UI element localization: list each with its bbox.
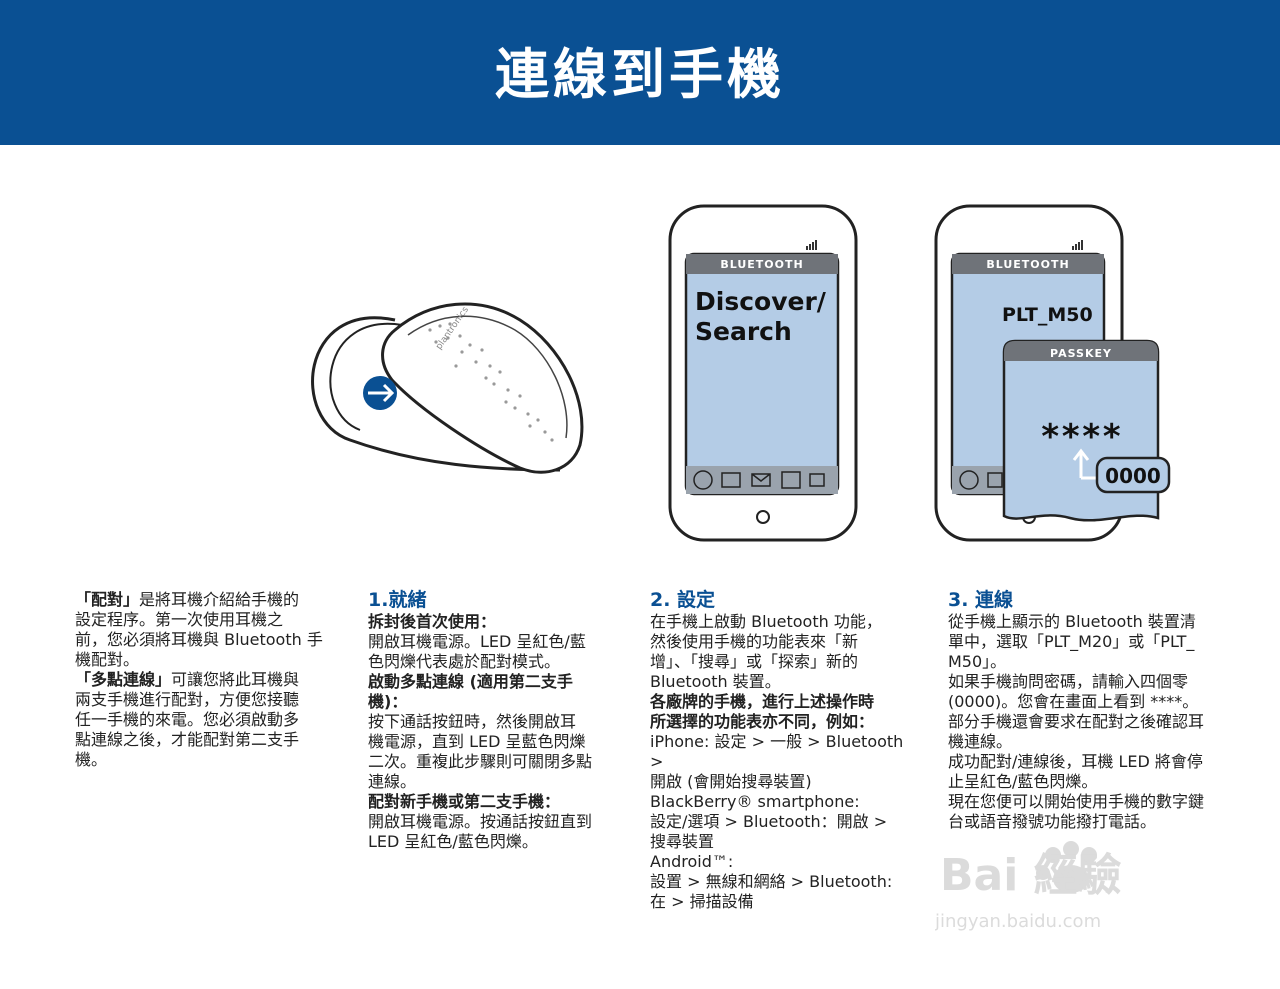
step3-text: 如果手機詢問密碼，請輸入四個零 [948, 672, 1189, 691]
phone2-device-name: PLT_M50 [1002, 304, 1093, 326]
step3-text: 成功配對/連線後，耳機 LED 將會停 [948, 752, 1203, 771]
step3-text: 部分手機還會要求在配對之後確認耳 [948, 712, 1205, 731]
step3-text: 現在您便可以開始使用手機的數字鍵 [948, 792, 1205, 811]
step1-text: 連線。 [368, 772, 417, 791]
phone1-screen-line1: Discover/ [695, 287, 827, 316]
step1-text: 開啟耳機電源。按通話按鈕直到 [368, 812, 593, 831]
step2-heading: 2. 設定 [650, 589, 716, 611]
passkey-label: PASSKEY [1050, 347, 1112, 360]
watermark-sub: jingyan.baidu.com [935, 911, 1101, 932]
phone1-bluetooth-label: BLUETOOTH [720, 258, 803, 271]
intro-text: 點連線之後，才能配對第二支手 [75, 730, 300, 749]
step3-column: 3. 連線 從手機上顯示的 Bluetooth 裝置清 單中，選取「PLT_M2… [948, 588, 1238, 832]
passkey-code-box [1095, 456, 1171, 494]
step2-note: 各廠牌的手機，進行上述操作時 [650, 692, 875, 711]
step3-text: 單中，選取「PLT_M20」或「PLT_ [948, 632, 1195, 651]
step1-text: 開啟耳機電源。LED 呈紅色/藍 [368, 632, 586, 651]
intro-text: 機配對。 [75, 650, 140, 669]
step3-heading: 3. 連線 [948, 589, 1014, 611]
step1-text: 色閃爍代表處於配對模式。 [368, 652, 561, 671]
intro-column: 「配對」是將耳機介紹給手機的 設定程序。第一次使用耳機之 前，您必須將耳機與 B… [75, 588, 337, 770]
step3-text: 從手機上顯示的 Bluetooth 裝置清 [948, 612, 1196, 631]
intro-text: 任一手機的來電。您必須啟動多 [75, 710, 300, 729]
step2-text: Bluetooth 裝置。 [650, 672, 781, 691]
step1-column: 1.就緒 拆封後首次使用： 開啟耳機電源。LED 呈紅色/藍 色閃爍代表處於配對… [368, 588, 630, 852]
step3-text: (0000)。您會在畫面上看到 ****。 [948, 692, 1199, 711]
step2-text: 設定 > 一般 > Bluetooth > [650, 732, 904, 771]
signal-icon [1072, 240, 1083, 250]
step2-text: 在手機上啟動 Bluetooth 功能， [650, 612, 882, 631]
intro-text: 是將耳機介紹給手機的 [139, 590, 300, 609]
intro-text: 設定程序。第一次使用耳機之 [75, 610, 284, 629]
step3-text: M50」。 [948, 652, 1007, 671]
call-button-icon [363, 376, 397, 410]
passkey-card: PASSKEY **** 0000 [1002, 339, 1171, 522]
illustration-area: plantronics BLUETOOTH Discover/ Search [311, 204, 1171, 542]
phone1-screen-line2: Search [695, 317, 792, 346]
step1-multipoint-title: 啟動多點連線 (適用第二支手 [368, 672, 573, 691]
step2-text: 增」、「搜尋」或「探索」新的 [650, 652, 859, 671]
intro-text: 兩支手機進行配對，方便您接聽 [75, 690, 300, 709]
blackberry-label: BlackBerry® smartphone: [650, 792, 860, 811]
step2-text: 開啟 (會開始搜尋裝置) [650, 772, 812, 791]
step2-text: 然後使用手機的功能表來「新 [650, 632, 859, 651]
step1-first-use-title: 拆封後首次使用： [368, 612, 497, 631]
watermark-text: Bai 經驗 [940, 850, 1122, 901]
step1-multipoint-title: 機)： [368, 692, 408, 711]
step2-text: 在 > 掃描設備 [650, 892, 754, 911]
step2-text: 設定/選項 > Bluetooth：開啟 > [650, 812, 888, 831]
headset-dot-pattern [428, 322, 554, 442]
phone2-bluetooth-label: BLUETOOTH [986, 258, 1069, 271]
step3-text: 機連線。 [948, 732, 1013, 751]
intro-text: 機。 [75, 750, 108, 769]
phone-passkey-illustration: BLUETOOTH PLT_M50 PASSKEY **** 0000 [934, 204, 1171, 542]
step1-text: 機電源，直到 LED 呈藍色閃爍 [368, 732, 586, 751]
step2-note: 所選擇的功能表亦不同，例如： [650, 712, 875, 731]
step2-text: 設置 > 無線和網絡 > Bluetooth: [650, 872, 893, 891]
signal-icon [806, 240, 817, 250]
headset-illustration: plantronics [311, 302, 584, 474]
phone1-app-dock [693, 470, 825, 490]
watermark-logo: Bai 經驗 jingyan.baidu.com [935, 841, 1122, 932]
iphone-label: iPhone: [650, 732, 710, 751]
intro-text: 可讓您將此耳機與 [171, 670, 300, 689]
phone-discover-illustration: BLUETOOTH Discover/ Search [668, 204, 858, 542]
step1-text: 按下通話按鈕時，然後開啟耳 [368, 712, 577, 731]
intro-text: 前，您必須將耳機與 Bluetooth 手 [75, 630, 323, 649]
step3-text: 止呈紅色/藍色閃爍。 [948, 772, 1098, 791]
step3-text: 台或語音撥號功能撥打電話。 [948, 812, 1157, 831]
step2-text: 搜尋裝置 [650, 832, 715, 851]
step1-pair-new-title: 配對新手機或第二支手機： [368, 792, 561, 811]
header-banner: 連線到手機 [0, 0, 1280, 145]
android-label: Android™: [650, 852, 734, 871]
step1-text: LED 呈紅色/藍色閃爍。 [368, 832, 538, 851]
page-title: 連線到手機 [495, 43, 785, 106]
passkey-code: 0000 [1105, 464, 1161, 488]
step1-heading: 1.就緒 [368, 589, 427, 611]
step1-text: 二次。重複此步驟則可關閉多點 [368, 752, 593, 771]
step2-column: 2. 設定 在手機上啟動 Bluetooth 功能， 然後使用手機的功能表來「新… [650, 588, 920, 912]
phone1-home-button [756, 510, 770, 524]
pairing-term: 「配對」 [75, 590, 140, 609]
multipoint-term: 「多點連線」 [75, 670, 172, 689]
